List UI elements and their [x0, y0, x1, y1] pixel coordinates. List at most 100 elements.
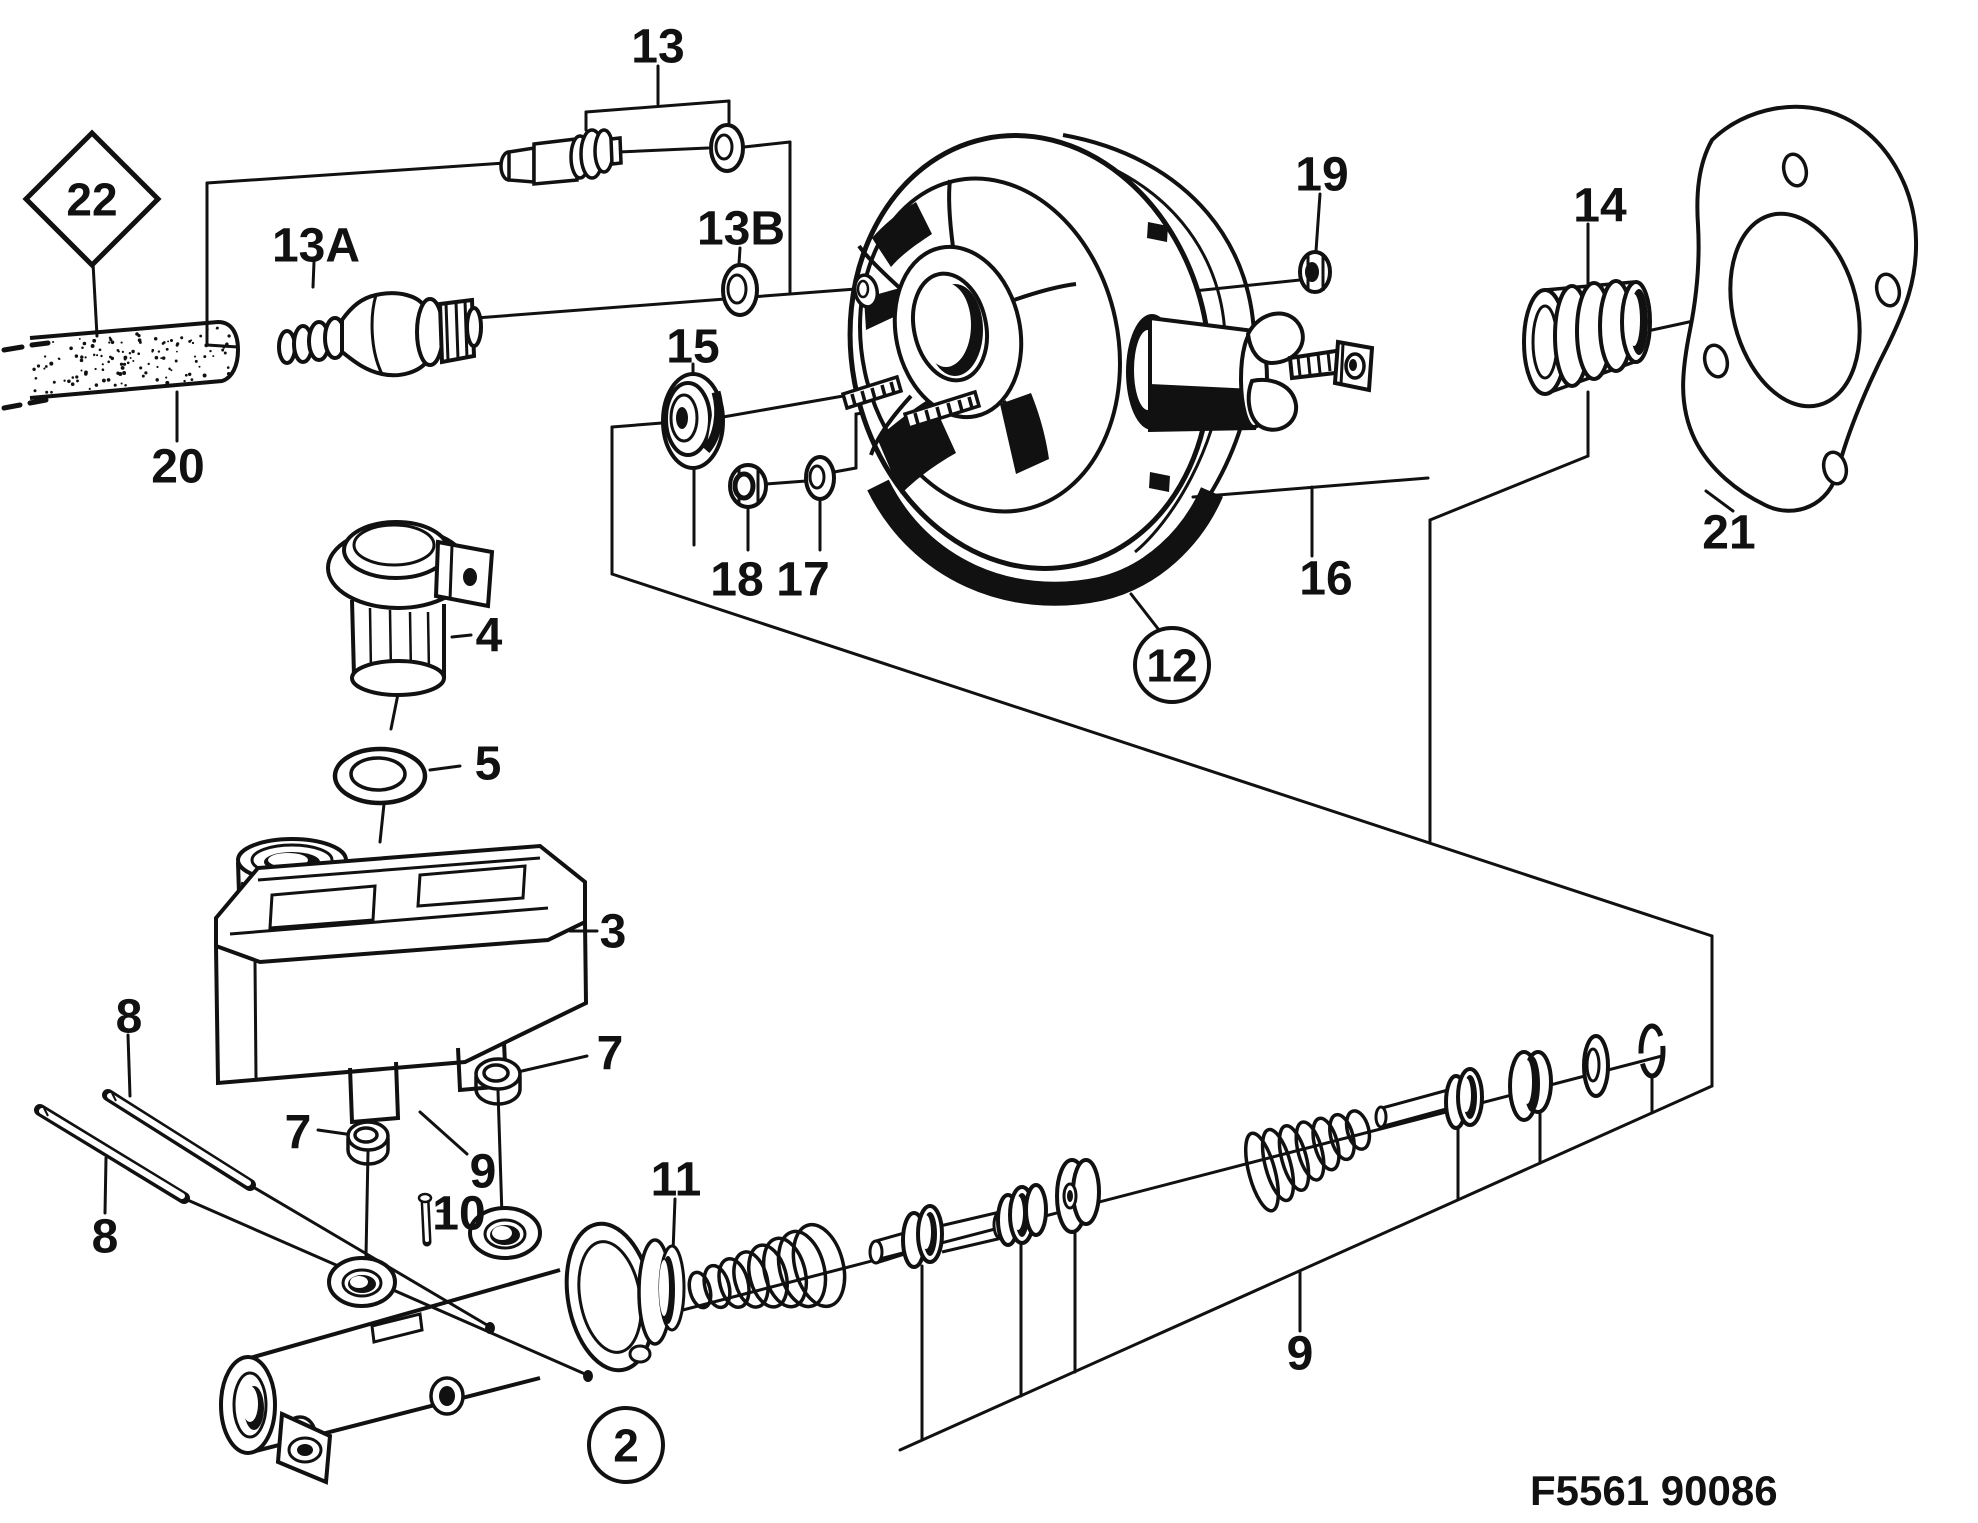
hose-stipple-dot — [206, 328, 209, 331]
hose-stipple-dot — [84, 356, 87, 359]
spring-coil — [747, 1243, 789, 1309]
spring-coil — [1328, 1112, 1356, 1162]
leader-line — [316, 1128, 348, 1136]
pushrod-kit — [1245, 311, 1375, 432]
hose-stipple-dot — [226, 371, 231, 376]
hose-stipple-dot — [106, 378, 111, 382]
hose-stipple-dot — [141, 374, 145, 378]
hose-stipple-dot — [212, 355, 215, 358]
leader-line — [496, 1089, 504, 1218]
hose-stipple-dot — [131, 349, 135, 354]
hose-stipple-dot — [191, 341, 195, 345]
dash-segment — [29, 340, 51, 348]
hose-stipple-dot — [101, 368, 105, 372]
hose-stipple-dot — [137, 352, 141, 356]
hose-stipple-dot — [92, 353, 96, 357]
firewall-gasket — [1681, 104, 1919, 513]
callout-text: 9 — [1287, 1327, 1314, 1380]
callout-circle — [1133, 626, 1211, 704]
hose-stipple-dot — [128, 351, 132, 355]
callout-text: 21 — [1702, 506, 1755, 559]
hose-stipple-dot — [69, 346, 73, 351]
spring-coil — [717, 1257, 751, 1309]
hose-stipple-dot — [144, 371, 148, 375]
hose-stipple-dot — [109, 355, 112, 359]
callout-15: 15 — [666, 320, 719, 373]
callout-20: 20 — [151, 440, 204, 493]
callout-4: 4 — [476, 609, 503, 662]
leader-line — [1428, 454, 1590, 522]
hose-stipple-dot — [119, 362, 124, 366]
callout-text: 13B — [697, 202, 785, 255]
hose-stipple-dot — [203, 355, 207, 359]
callout-text: 14 — [1573, 179, 1627, 232]
callout-2: 2 — [587, 1406, 665, 1484]
callout-text: 3 — [600, 905, 627, 958]
hose-stipple-dot — [215, 327, 218, 330]
leader-line — [389, 692, 400, 731]
hose-stipple-dot — [45, 390, 49, 394]
cap-seal — [332, 746, 428, 806]
hose-stipple-dot — [108, 336, 112, 339]
spring-coil — [1344, 1109, 1372, 1151]
hose-stipple-dot — [202, 373, 207, 378]
secondary-piston-assembly — [1374, 1023, 1666, 1130]
hose-stipple-dot — [180, 336, 184, 340]
leader-line — [610, 421, 664, 429]
roll-pin-bottom — [34, 1104, 190, 1204]
leader-line — [742, 140, 792, 149]
stop-pin — [417, 1192, 433, 1247]
callout-12: 12 — [1133, 626, 1211, 704]
hose-stipple-dot — [76, 379, 79, 383]
leader-line — [1129, 592, 1161, 632]
hose-stipple-dot — [80, 369, 83, 372]
hose-stipple-dot — [221, 348, 225, 352]
hose-stipple-dot — [94, 367, 97, 371]
sealing-washer-13 — [709, 123, 745, 173]
hose-stipple-dot — [147, 362, 150, 366]
hose-stipple-dot — [204, 343, 209, 348]
hose-stipple-dot — [165, 347, 169, 351]
hose-stipple-dot — [33, 389, 37, 393]
nut-18 — [728, 463, 768, 509]
hose-stipple-dot — [78, 337, 81, 340]
hose-stipple-dot — [43, 367, 46, 370]
hose-stipple-dot — [44, 365, 48, 368]
hose-stipple-dot — [174, 359, 178, 363]
callout-7-left: 7 — [285, 1106, 312, 1159]
callout-7-right: 7 — [597, 1027, 624, 1080]
callout-22: 22 — [22, 129, 162, 269]
hose-stipple-dot — [36, 364, 41, 368]
hose-stipple-dot — [120, 365, 125, 370]
callout-text: 22 — [66, 174, 117, 226]
nut-19 — [1298, 250, 1332, 294]
roll-pin-top — [102, 1089, 256, 1191]
hose-stipple-dot — [74, 354, 79, 358]
dash-segment — [27, 397, 49, 406]
hose-stipple-dot — [58, 358, 61, 361]
dash-segment — [1, 402, 23, 411]
callout-text: 8 — [116, 990, 143, 1043]
callout-text: 13A — [272, 219, 360, 272]
hose-stipple-dot — [83, 372, 88, 376]
hose-stipple-dot — [184, 373, 188, 377]
callout-19: 19 — [1295, 148, 1348, 201]
leader-lines — [91, 64, 1760, 1452]
callout-text: 15 — [666, 320, 719, 373]
callout-9-bottom: 9 — [1287, 1327, 1314, 1380]
hose-stipple-dot — [121, 350, 125, 354]
hose-stipple-dot — [100, 354, 103, 358]
hose-stipple-dot — [151, 350, 154, 353]
leader-line — [311, 260, 316, 289]
leader-line — [898, 1084, 1714, 1452]
spring-coil — [791, 1222, 847, 1309]
hose-stipple-dot — [226, 366, 230, 369]
hose-stipple-dot — [167, 340, 170, 343]
hose-stipple-dot — [52, 340, 55, 344]
spring-coil — [1311, 1116, 1341, 1172]
hose-stipple-dot — [135, 332, 139, 336]
master-cylinder — [219, 1206, 686, 1485]
hose-stipple-dot — [50, 390, 53, 394]
